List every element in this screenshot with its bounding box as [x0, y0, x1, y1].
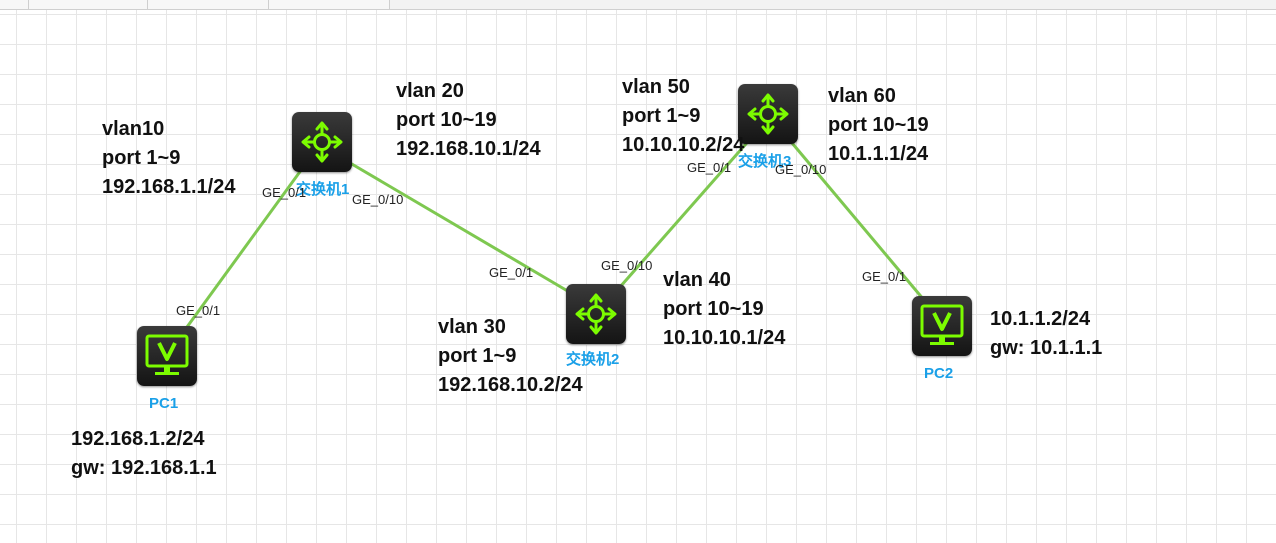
switch2-device[interactable]: [566, 284, 626, 344]
tab-4[interactable]: [269, 0, 390, 9]
tab-1[interactable]: [0, 0, 29, 9]
port-label-sw1-down: GE_0/1: [262, 185, 307, 200]
monitor-icon: [920, 304, 964, 345]
tab-2[interactable]: [29, 0, 148, 9]
switch3-label: 交换机3: [738, 153, 792, 170]
pc2-device[interactable]: [912, 296, 972, 356]
note-gateway: gw: 10.1.1.1: [990, 337, 1103, 359]
port-label-pc2: GE_0/1: [862, 269, 907, 284]
switch3-device[interactable]: [738, 84, 798, 144]
note-ports: port 1~9: [102, 147, 181, 169]
note-ip: 10.10.10.2/24: [622, 134, 745, 156]
note-vlan: vlan 50: [622, 76, 690, 98]
note-gateway: gw: 192.168.1.1: [71, 457, 217, 479]
note-switch2-left: vlan 30 port 1~9 192.168.10.2/24: [438, 313, 583, 400]
port-label-pc1: GE_0/1: [176, 303, 221, 318]
link-pc1-sw1[interactable]: [185, 161, 309, 328]
port-label-sw2-left: GE_0/1: [489, 265, 534, 280]
note-vlan: vlan10: [102, 118, 165, 140]
port-label-sw3-left: GE_0/1: [687, 160, 732, 175]
note-pc2: 10.1.1.2/24 gw: 10.1.1.1: [990, 305, 1102, 363]
note-vlan: vlan 60: [828, 85, 896, 107]
tab-strip: [0, 0, 1276, 10]
note-ip: 192.168.10.2/24: [438, 374, 583, 396]
pc1-device[interactable]: [137, 326, 197, 386]
link-sw1-sw2[interactable]: [344, 158, 572, 295]
note-switch1-right: vlan 20 port 10~19 192.168.10.1/24: [396, 77, 541, 164]
note-switch2-right: vlan 40 port 10~19 10.10.10.1/24: [663, 266, 785, 353]
port-label-sw2-right: GE_0/10: [601, 258, 653, 273]
tab-3[interactable]: [148, 0, 269, 9]
switch1-device[interactable]: [292, 112, 352, 172]
pc2-label: PC2: [924, 365, 954, 382]
note-switch3-right: vlan 60 port 10~19 10.1.1.1/24: [828, 82, 929, 169]
note-pc1: 192.168.1.2/24 gw: 192.168.1.1: [71, 425, 217, 483]
note-vlan: vlan 30: [438, 316, 506, 338]
port-label-sw1-right: GE_0/10: [352, 192, 404, 207]
switch1-label: 交换机1: [296, 181, 350, 198]
note-ip: 192.168.1.1/24: [102, 176, 236, 198]
monitor-icon: [145, 334, 189, 375]
note-ip: 10.10.10.1/24: [663, 327, 786, 349]
note-switch1-left: vlan10 port 1~9 192.168.1.1/24: [102, 115, 235, 202]
link-sw2-sw3[interactable]: [618, 136, 754, 288]
note-ports: port 10~19: [663, 298, 764, 320]
note-ports: port 10~19: [396, 109, 497, 131]
switch-arrows-icon: [575, 293, 617, 335]
switch-arrows-icon: [301, 121, 343, 163]
note-ip: 10.1.1.2/24: [990, 308, 1091, 330]
link-sw3-pc2[interactable]: [785, 136, 926, 301]
switch-arrows-icon: [747, 93, 789, 135]
port-label-sw3-right: GE_0/10: [775, 162, 827, 177]
note-switch3-left: vlan 50 port 1~9 10.10.10.2/24: [622, 73, 744, 160]
note-ip: 192.168.1.2/24: [71, 428, 205, 450]
switch2-label: 交换机2: [566, 351, 620, 368]
note-vlan: vlan 40: [663, 269, 731, 291]
note-ports: port 1~9: [438, 345, 517, 367]
note-vlan: vlan 20: [396, 80, 464, 102]
pc1-label: PC1: [149, 395, 179, 412]
note-ports: port 1~9: [622, 105, 701, 127]
note-ip: 10.1.1.1/24: [828, 143, 929, 165]
note-ip: 192.168.10.1/24: [396, 138, 541, 160]
note-ports: port 10~19: [828, 114, 929, 136]
